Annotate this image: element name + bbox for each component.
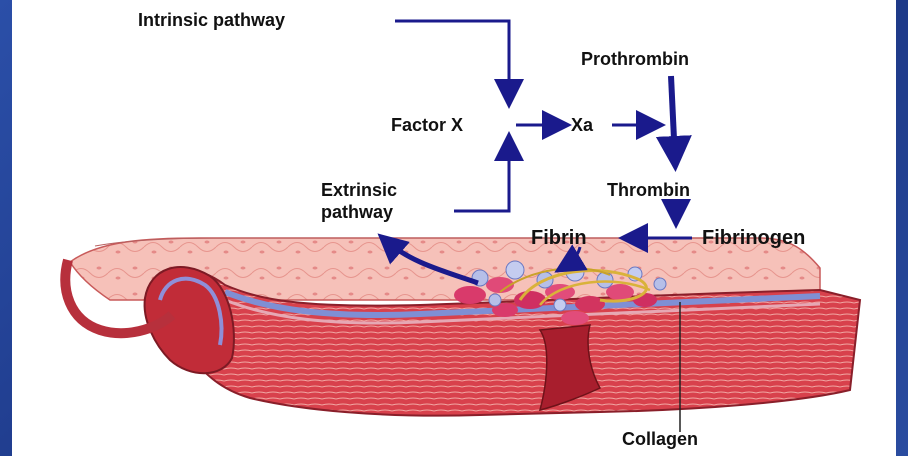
- arrow-intrinsic-to-factor-x: [395, 21, 509, 100]
- label-fibrin: Fibrin: [531, 228, 587, 248]
- label-extrinsic: Extrinsic: [321, 181, 397, 199]
- arrow-extrinsic-to-factor-x: [454, 140, 509, 211]
- label-xa: Xa: [571, 116, 593, 134]
- label-thrombin: Thrombin: [607, 181, 690, 199]
- label-fibrinogen: Fibrinogen: [702, 228, 805, 248]
- label-factor-x: Factor X: [391, 116, 463, 134]
- label-prothrombin: Prothrombin: [581, 50, 689, 68]
- arrow-prothrombin-to-thrombin: [671, 76, 675, 160]
- label-collagen: Collagen: [622, 430, 698, 448]
- label-intrinsic-pathway: Intrinsic pathway: [138, 11, 285, 29]
- label-pathway: pathway: [321, 203, 393, 221]
